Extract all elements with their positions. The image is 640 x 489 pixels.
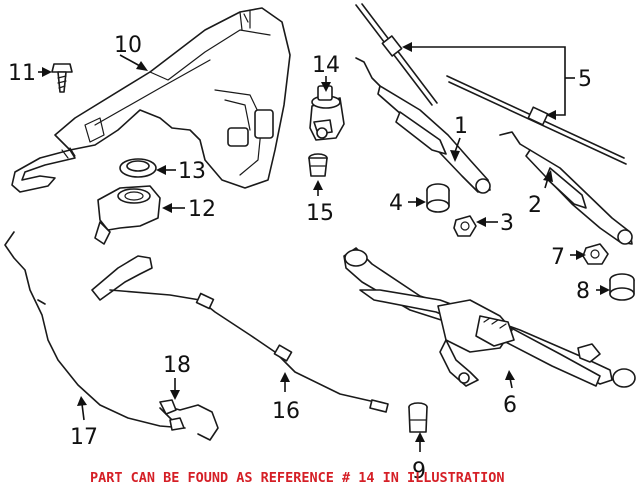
filler-neck	[94, 185, 161, 245]
callout-4: 4	[389, 191, 403, 216]
reservoir-bolt	[51, 63, 73, 93]
callout-8: 8	[576, 279, 590, 304]
pump-grommet	[308, 153, 328, 177]
callout-16: 16	[272, 399, 300, 424]
callout-10: 10	[114, 33, 142, 58]
callout-11: 11	[8, 61, 36, 86]
washer-reservoir	[11, 7, 291, 193]
callout-18: 18	[163, 353, 191, 378]
callout-13: 13	[178, 159, 206, 184]
callout-7: 7	[551, 245, 565, 270]
wiper-arm-nut	[453, 215, 477, 237]
reservoir-cap-seal	[119, 158, 157, 178]
wiper-pivot-bushing	[426, 183, 450, 213]
wiper-blade-left	[355, 3, 438, 106]
wiper-linkage-motor	[343, 247, 636, 388]
callout-leaders	[38, 42, 610, 452]
washer-hose-rear	[4, 231, 219, 441]
callout-1: 1	[454, 114, 468, 139]
callout-9: 9	[412, 459, 426, 484]
reference-caption: PART CAN BE FOUND AS REFERENCE # 14 IN I…	[90, 470, 505, 486]
callout-14: 14	[312, 53, 340, 78]
wiper-blade-right	[446, 75, 627, 165]
pivot-bushing	[609, 273, 635, 301]
wiper-arm-right	[499, 131, 633, 245]
pivot-nut	[582, 243, 609, 265]
callout-5: 5	[578, 67, 592, 92]
callout-6: 6	[503, 393, 517, 418]
washer-pump	[309, 85, 345, 141]
callout-12: 12	[188, 197, 216, 222]
callout-3: 3	[500, 211, 514, 236]
hose-connector	[159, 399, 185, 431]
rain-sensor-plug	[408, 402, 428, 433]
callout-2: 2	[528, 193, 542, 218]
wiper-arm-left	[355, 57, 491, 194]
washer-hose-front	[91, 255, 389, 413]
callout-17: 17	[70, 425, 98, 450]
callout-15: 15	[306, 201, 334, 226]
